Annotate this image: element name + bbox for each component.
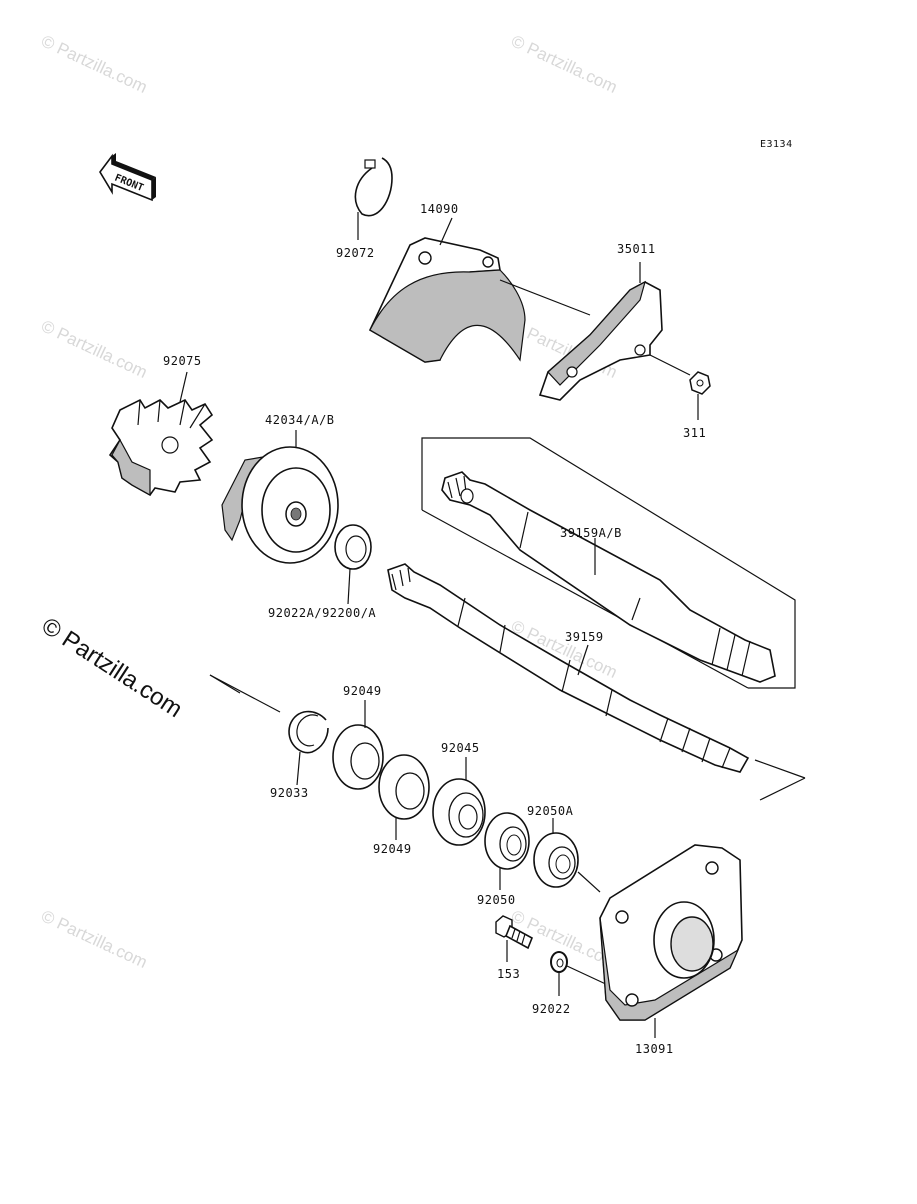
- label-42034: 42034/A/B: [265, 413, 335, 427]
- label-13091: 13091: [635, 1042, 674, 1056]
- part-92049-seal-lower: [378, 754, 430, 840]
- label-92022A: 92022A/92200/A: [268, 606, 376, 620]
- watermark: © Partzilla.com: [508, 31, 620, 97]
- label-92049-lower: 92049: [373, 842, 412, 856]
- label-92022: 92022: [532, 1002, 571, 1016]
- diagram-code: E3134: [760, 139, 793, 150]
- part-92033-circlip: [288, 710, 329, 786]
- label-39159AB: 39159A/B: [560, 526, 622, 540]
- front-arrow-icon: FRONT: [99, 153, 156, 202]
- label-39159: 39159: [565, 630, 604, 644]
- part-42034-coupling: [221, 430, 339, 564]
- part-35011-bracket: [538, 262, 691, 401]
- label-92075: 92075: [163, 354, 202, 368]
- part-92049-seal-upper: [332, 700, 384, 790]
- partzilla-watermark: © Partzilla.com: [37, 612, 187, 723]
- label-14090: 14090: [420, 202, 459, 216]
- assembly-centerline: [209, 674, 806, 801]
- part-311-nut: [689, 371, 711, 420]
- part-92072-clip: [354, 157, 393, 240]
- label-35011: 35011: [617, 242, 656, 256]
- part-92022A-washer: [334, 524, 372, 605]
- watermark: © Partzilla.com: [38, 906, 150, 972]
- label-153: 153: [497, 967, 520, 981]
- part-92050-bearing: [484, 812, 530, 890]
- part-92045-bearing: [432, 757, 486, 846]
- part-39159-shaft: [387, 563, 750, 773]
- watermark: © Partzilla.com: [38, 316, 150, 382]
- part-92022-washer: [550, 951, 611, 996]
- label-92072: 92072: [336, 246, 375, 260]
- part-39159AB-shaft-inset: [421, 437, 796, 689]
- label-92045: 92045: [441, 741, 480, 755]
- watermark: © Partzilla.com: [38, 31, 150, 97]
- part-153-bolt: [495, 915, 534, 962]
- label-92033: 92033: [270, 786, 309, 800]
- label-311: 311: [683, 426, 706, 440]
- label-92050A: 92050A: [527, 804, 574, 818]
- part-13091-housing: [599, 844, 743, 1038]
- part-92075-damper: [108, 371, 214, 497]
- label-92050: 92050: [477, 893, 516, 907]
- label-92049-upper: 92049: [343, 684, 382, 698]
- part-14090-cover: [368, 217, 591, 363]
- part-92050A-seal: [533, 818, 601, 893]
